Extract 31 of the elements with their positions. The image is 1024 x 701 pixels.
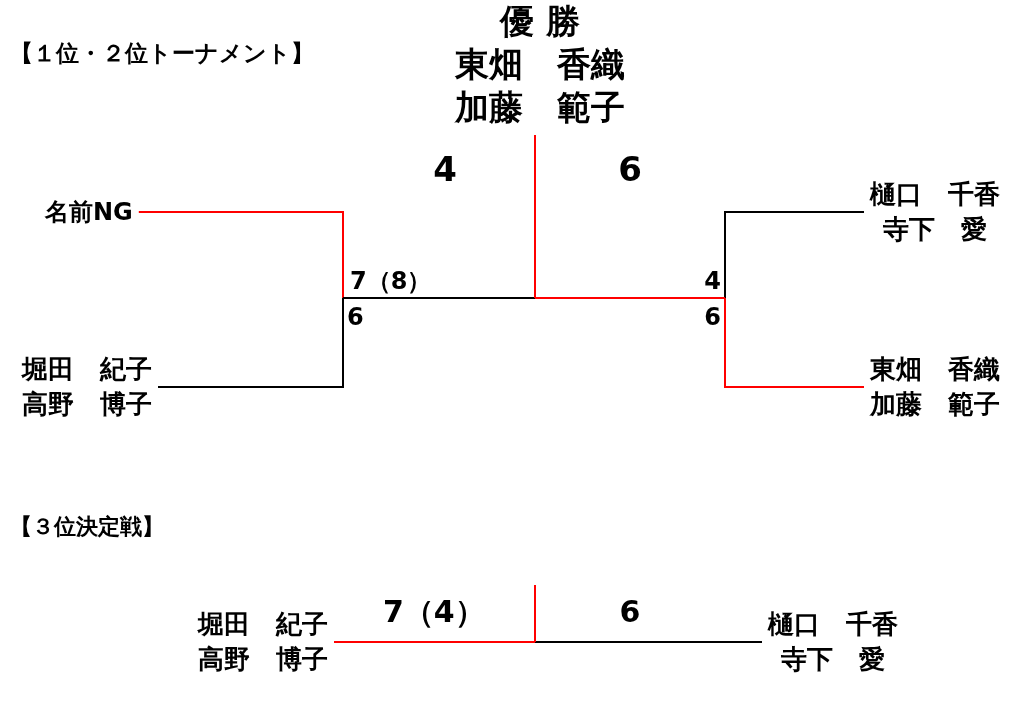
player-name: 東畑 香織 [870, 353, 1000, 386]
player-name: 寺下 愛 [883, 213, 987, 246]
player-name: 樋口 千香 [870, 178, 1000, 211]
player-name: 堀田 紀子 [22, 353, 152, 386]
score: 7（4） [383, 594, 485, 630]
bracket-line [724, 297, 865, 388]
player-name: 加藤 範子 [455, 86, 625, 129]
bracket-line [534, 584, 536, 643]
bracket-line [724, 211, 865, 299]
player-name: 寺下 愛 [781, 643, 885, 676]
score: 4 [433, 150, 457, 190]
player-name: 名前NG [45, 197, 133, 228]
champion-heading: 優 勝 [500, 0, 580, 43]
score: 4 [704, 268, 721, 296]
player-name: 樋口 千香 [768, 608, 898, 641]
score: 6 [347, 304, 364, 332]
bracket-line [534, 641, 763, 643]
player-name: 堀田 紀子 [198, 608, 328, 641]
section-heading: 【１位・２位トーナメント】 [10, 39, 314, 67]
score: 7（8） [350, 268, 432, 296]
player-name: 加藤 範子 [870, 388, 1000, 421]
score: 6 [704, 304, 721, 332]
player-name: 東畑 香織 [455, 43, 625, 86]
player-name: 高野 博子 [198, 643, 328, 676]
player-name: 高野 博子 [22, 388, 152, 421]
bracket-line [534, 297, 726, 299]
section-heading: 【３位決定戦】 [10, 514, 164, 540]
bracket-line [157, 297, 344, 388]
bracket-line [333, 641, 536, 643]
score: 6 [619, 594, 641, 630]
score: 6 [618, 150, 642, 190]
